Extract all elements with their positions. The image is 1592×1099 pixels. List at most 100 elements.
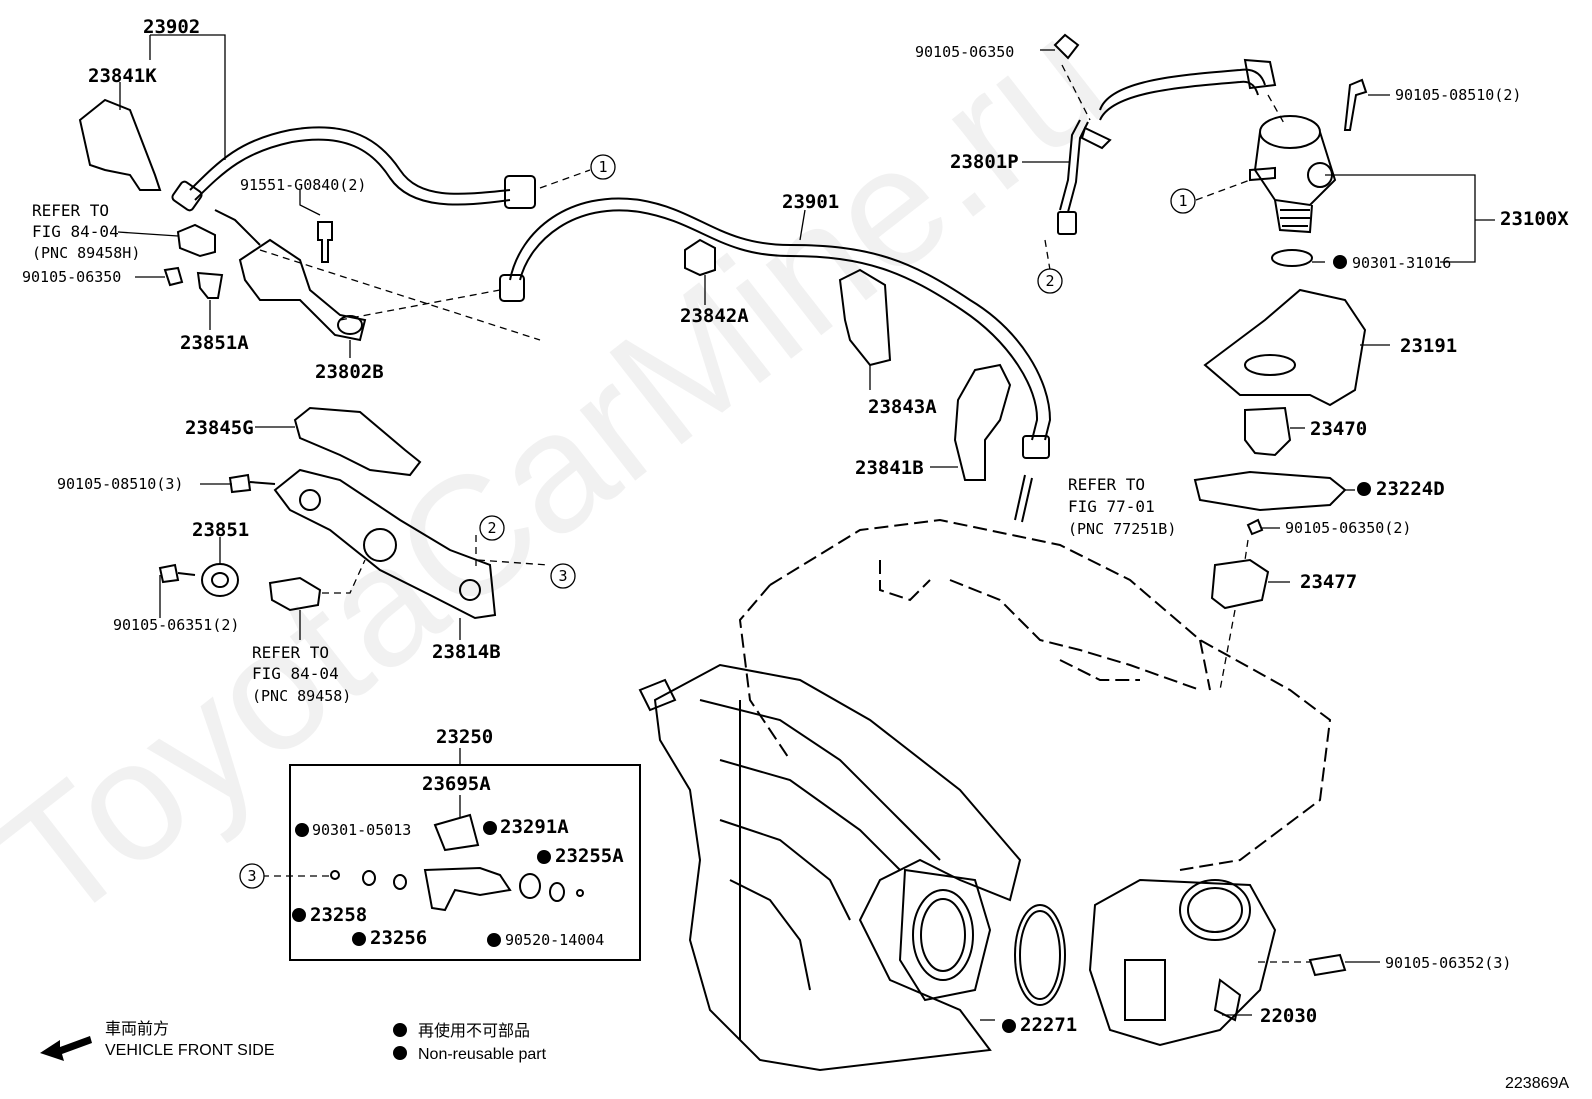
- svg-text:REFER TO: REFER TO: [1068, 475, 1145, 494]
- fuel-pipe-23901: [499, 197, 1052, 523]
- bolt-91551: [317, 221, 333, 263]
- label-23255A: 23255A: [555, 845, 624, 867]
- bolt-90105-06350-2: [1246, 518, 1264, 536]
- label-23851A: 23851A: [180, 332, 249, 354]
- callout-1-pipe: 1: [590, 154, 616, 180]
- label-22271: 22271: [1020, 1014, 1077, 1036]
- gasket-23224D: [1193, 470, 1347, 512]
- svg-text:FIG 84-04: FIG 84-04: [252, 664, 339, 683]
- svg-text:3: 3: [558, 567, 567, 585]
- label-23477: 23477: [1300, 571, 1357, 593]
- svg-text:REFER TO: REFER TO: [252, 643, 329, 662]
- callout-2-pipe: 2: [1037, 268, 1063, 294]
- svg-text:REFER TO: REFER TO: [32, 201, 109, 220]
- label-23470: 23470: [1310, 418, 1367, 440]
- svg-text:VEHICLE FRONT SIDE: VEHICLE FRONT SIDE: [105, 1042, 275, 1059]
- bracket-23841K: [78, 98, 162, 191]
- bracket-23841B: [953, 363, 1012, 481]
- label-90105-06350-left: 90105-06350: [22, 268, 121, 286]
- dashed-callout-lines: [262, 64, 1310, 963]
- svg-text:3: 3: [247, 867, 256, 885]
- engine-outline: [738, 518, 1332, 871]
- svg-text:FIG 77-01: FIG 77-01: [1068, 497, 1155, 516]
- callout-1-pump: 1: [1170, 188, 1196, 214]
- legend-vehicle-front: 車両前方 VEHICLE FRONT SIDE: [40, 1020, 275, 1061]
- callout-3-delivery: 3: [550, 563, 576, 589]
- sensor-23802B: [214, 209, 367, 342]
- label-23224D: 23224D: [1376, 478, 1445, 500]
- lifter-23470: [1244, 406, 1292, 457]
- label-90105-06351: 90105-06351(2): [113, 616, 239, 634]
- leader-lines: [117, 34, 1495, 1021]
- clamp-23842A: [684, 238, 716, 277]
- label-90520: 90520-14004: [505, 931, 604, 949]
- svg-text:FIG 84-04: FIG 84-04: [32, 222, 119, 241]
- clip-23851A: [196, 271, 224, 299]
- hose-23902: [171, 126, 536, 212]
- label-91551: 91551-G0840(2): [240, 176, 366, 194]
- svg-text:車両前方: 車両前方: [105, 1020, 169, 1038]
- label-23851: 23851: [192, 519, 249, 541]
- bracket-23191: [1203, 288, 1367, 407]
- label-23801P: 23801P: [950, 151, 1019, 173]
- svg-text:1: 1: [1178, 192, 1187, 210]
- bolt-90105-08510-2: [1343, 78, 1368, 131]
- refer-note-84-04-a: REFER TO FIG 84-04 (PNC 89458H): [32, 201, 140, 262]
- label-23845G: 23845G: [185, 417, 254, 439]
- sensor-89458: [268, 576, 322, 612]
- sensor-89458H: [176, 223, 216, 258]
- label-90301-05013: 90301-05013: [312, 821, 411, 839]
- svg-text:(PNC 77251B): (PNC 77251B): [1068, 520, 1176, 538]
- fuel-pump-23100X: [1249, 115, 1337, 234]
- bolt-90105-06350-left: [163, 266, 184, 287]
- label-22030: 22030: [1260, 1005, 1317, 1027]
- gasket-22271: [1014, 904, 1066, 1006]
- label-23902: 23902: [143, 16, 200, 38]
- label-23100X: 23100X: [1500, 208, 1569, 230]
- insulator-23845G: [293, 406, 422, 477]
- label-23291A: 23291A: [500, 816, 569, 838]
- svg-text:2: 2: [487, 519, 496, 537]
- label-23802B: 23802B: [315, 361, 384, 383]
- intake-flange: [898, 868, 992, 1002]
- injector-parts: [330, 813, 584, 912]
- label-90105-06350-right: 90105-06350: [915, 43, 1014, 61]
- non-reusable-dot-icon: [393, 1046, 407, 1060]
- legend-non-reusable: 再使用不可部品 Non-reusable part: [393, 1022, 547, 1063]
- bolt-90105-06351: [158, 563, 196, 584]
- non-reusable-markers: [292, 255, 1371, 1033]
- bolt-90105-06350-right: [1053, 33, 1080, 60]
- svg-text:2: 2: [1045, 272, 1054, 290]
- bolt-90105-06352: [1308, 953, 1347, 977]
- o-ring-90301-31016: [1271, 249, 1313, 267]
- label-90105-06352: 90105-06352(3): [1385, 954, 1511, 972]
- label-90105-08510-3: 90105-08510(3): [57, 475, 183, 493]
- callout-3-injector: 3: [239, 863, 265, 889]
- label-23191: 23191: [1400, 335, 1457, 357]
- svg-text:1: 1: [598, 158, 607, 176]
- diagram-code: 223869A: [1505, 1075, 1569, 1092]
- label-23901: 23901: [782, 191, 839, 213]
- bolt-90105-08510-3: [228, 473, 276, 494]
- label-23258: 23258: [310, 904, 367, 926]
- gasket-23851: [201, 563, 239, 597]
- pipe-23801P: [1057, 119, 1112, 235]
- housing-23477: [1210, 558, 1270, 610]
- callout-2-delivery: 2: [479, 515, 505, 541]
- front-arrow-icon: [40, 1036, 92, 1061]
- injector-kit-box-23250: [289, 764, 641, 961]
- throttle-body-22030: [1088, 878, 1277, 1047]
- label-90301-31016: 90301-31016: [1352, 254, 1451, 272]
- label-23256: 23256: [370, 927, 427, 949]
- non-reusable-dot-icon: [393, 1023, 407, 1037]
- label-23814B: 23814B: [432, 641, 501, 663]
- label-23843A: 23843A: [868, 396, 937, 418]
- svg-text:(PNC 89458H): (PNC 89458H): [32, 244, 140, 262]
- bracket-23843A: [838, 268, 892, 367]
- svg-text:Non-reusable part: Non-reusable part: [418, 1046, 547, 1063]
- svg-text:(PNC 89458): (PNC 89458): [252, 687, 351, 705]
- pipe-top: [1099, 68, 1266, 111]
- label-23250: 23250: [436, 726, 493, 748]
